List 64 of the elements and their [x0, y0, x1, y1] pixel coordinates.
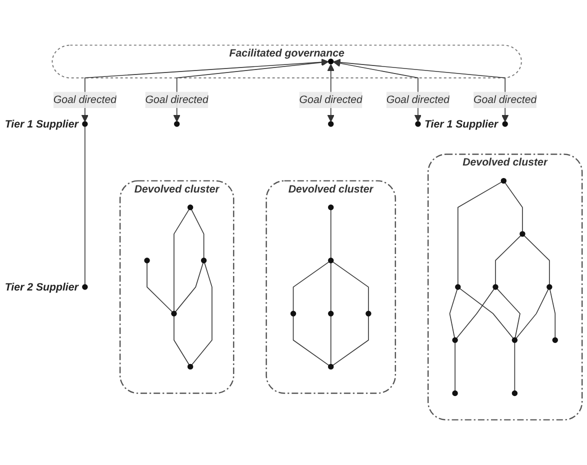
connector [191, 262, 212, 366]
node-circle [452, 337, 458, 343]
node-circle [290, 310, 296, 316]
connector [174, 209, 190, 312]
connector [292, 261, 330, 312]
edge-label: Goal directed [299, 93, 362, 106]
edge-label: Goal directed [145, 93, 208, 106]
node-circle [328, 310, 334, 316]
node-circle [174, 121, 180, 127]
node-circle [328, 364, 334, 370]
connector [84, 126, 86, 285]
connector [191, 209, 204, 258]
connector [146, 262, 173, 312]
node-circle [187, 204, 194, 210]
node-circle [500, 178, 507, 184]
connector [550, 289, 556, 338]
node-circle [328, 204, 334, 210]
connector [449, 288, 458, 338]
edge-label: Goal directed [53, 93, 117, 106]
arrow [81, 58, 328, 122]
connector [504, 182, 523, 232]
connector [292, 316, 330, 366]
node-caption: Tier 2 Supplier [4, 281, 78, 294]
connector [454, 342, 456, 392]
node-circle [492, 284, 498, 290]
arrow [173, 58, 328, 122]
node-circle [366, 310, 372, 316]
connector [516, 288, 549, 339]
connector [330, 209, 332, 258]
node-circle [546, 284, 552, 290]
node-circle [82, 121, 88, 127]
node-circle [415, 121, 421, 127]
node-circle [520, 231, 526, 237]
node-circle [200, 258, 207, 264]
node-circle [328, 58, 334, 64]
connector [459, 288, 514, 339]
node-caption: Tier 1 Supplier [424, 118, 498, 130]
node-caption: Tier 1 Supplier [4, 118, 78, 130]
node-circle [455, 284, 461, 290]
connector [496, 288, 520, 338]
connector [524, 235, 550, 285]
node-circle [82, 284, 88, 290]
connector [458, 182, 502, 285]
edge-label: Goal directed [386, 93, 450, 106]
connector [330, 262, 332, 312]
node-circle [328, 121, 334, 127]
edge-label: Goal directed [474, 93, 537, 106]
connector [514, 342, 516, 392]
node-circle [328, 258, 334, 264]
connector [174, 316, 190, 366]
connector [456, 288, 494, 339]
node-circle [552, 337, 558, 343]
node-circle [502, 121, 508, 127]
node-circle [144, 258, 150, 264]
node-circle [171, 310, 177, 316]
node-circle [512, 337, 518, 343]
node-circle [187, 364, 194, 370]
connector [175, 262, 204, 312]
node-circle [452, 390, 458, 396]
node-circle [512, 390, 518, 396]
connector [332, 261, 369, 312]
connector [332, 316, 369, 366]
connector [495, 235, 522, 285]
connector [330, 316, 332, 365]
